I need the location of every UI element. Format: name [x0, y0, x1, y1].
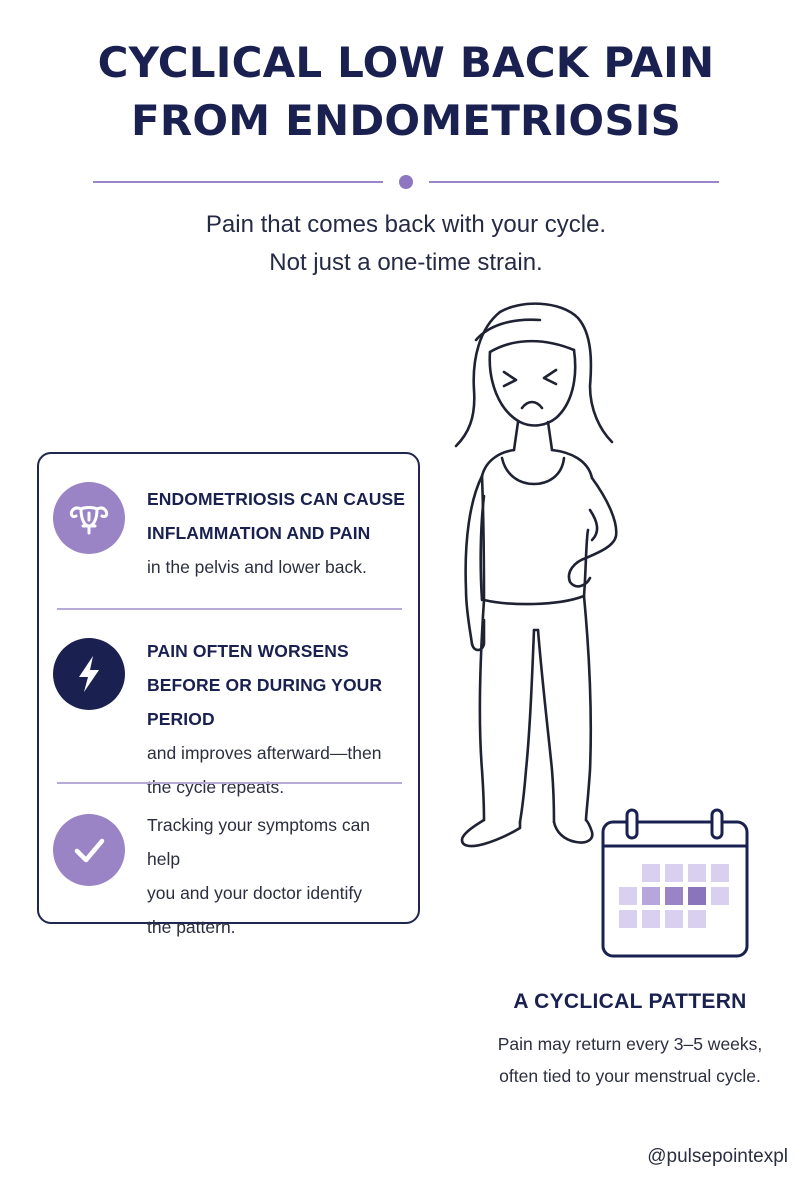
item-body: and improves afterward—then the cycle re… — [147, 736, 406, 804]
right-leg — [582, 594, 593, 822]
pattern-body-line-2: often tied to your menstrual cycle. — [499, 1066, 761, 1086]
uterus-icon — [53, 482, 125, 554]
lightning-icon — [53, 638, 125, 710]
pattern-body-line-1: Pain may return every 3–5 weeks, — [497, 1034, 763, 1054]
body-line-2: the cycle repeats. — [147, 777, 285, 797]
face — [488, 348, 577, 427]
divider-left — [93, 181, 383, 183]
item-heading: PAIN OFTEN WORSENS BEFORE OR DURING YOUR… — [147, 634, 406, 736]
divider-right — [429, 181, 719, 183]
hair-right — [498, 302, 614, 444]
woman-back-pain-illustration — [454, 302, 618, 848]
subtitle-line-2: Not just a one-time strain. — [269, 249, 543, 276]
social-handle: @pulsepointexpl — [647, 1146, 788, 1167]
calendar-icon — [601, 808, 749, 958]
item-separator — [57, 608, 402, 610]
left-leg — [478, 598, 486, 822]
heading-line-2: INFLAMMATION AND PAIN — [147, 523, 371, 543]
page-title: CYCLICAL LOW BACK PAIN FROM ENDOMETRIOSI… — [0, 34, 812, 150]
pattern-title: A CYCLICAL PATTERN — [513, 990, 747, 1013]
body-line-1: in the pelvis and lower back. — [147, 557, 367, 577]
heading-line-1: PAIN OFTEN WORSENS — [147, 641, 349, 661]
divider-dot — [399, 175, 413, 189]
subtitle: Pain that comes back with your cycle. No… — [0, 206, 812, 282]
item-body: in the pelvis and lower back. — [147, 550, 406, 584]
body-line-2: you and your doctor identify — [147, 883, 362, 903]
item-body: Tracking your symptoms can help you and … — [147, 808, 406, 944]
body-line-1: and improves afterward—then — [147, 743, 382, 763]
title-line-1: CYCLICAL LOW BACK PAIN — [97, 38, 715, 87]
title-divider — [93, 175, 719, 189]
checkmark-icon — [53, 814, 125, 886]
heading-line-2: BEFORE OR DURING YOUR PERIOD — [147, 675, 383, 729]
body-line-1: Tracking your symptoms can help — [147, 815, 371, 869]
pattern-body: Pain may return every 3–5 weeks, often t… — [440, 1028, 812, 1092]
body-line-3: the pattern. — [147, 917, 236, 937]
subtitle-line-1: Pain that comes back with your cycle. — [205, 211, 607, 238]
item-heading: ENDOMETRIOSIS CAN CAUSE INFLAMMATION AND… — [147, 482, 406, 550]
heading-line-1: ENDOMETRIOSIS CAN CAUSE — [147, 489, 406, 509]
item-separator — [57, 782, 402, 784]
info-card: ENDOMETRIOSIS CAN CAUSE INFLAMMATION AND… — [37, 452, 420, 937]
hair-left — [454, 310, 502, 448]
title-line-2: FROM ENDOMETRIOSIS — [130, 96, 682, 145]
